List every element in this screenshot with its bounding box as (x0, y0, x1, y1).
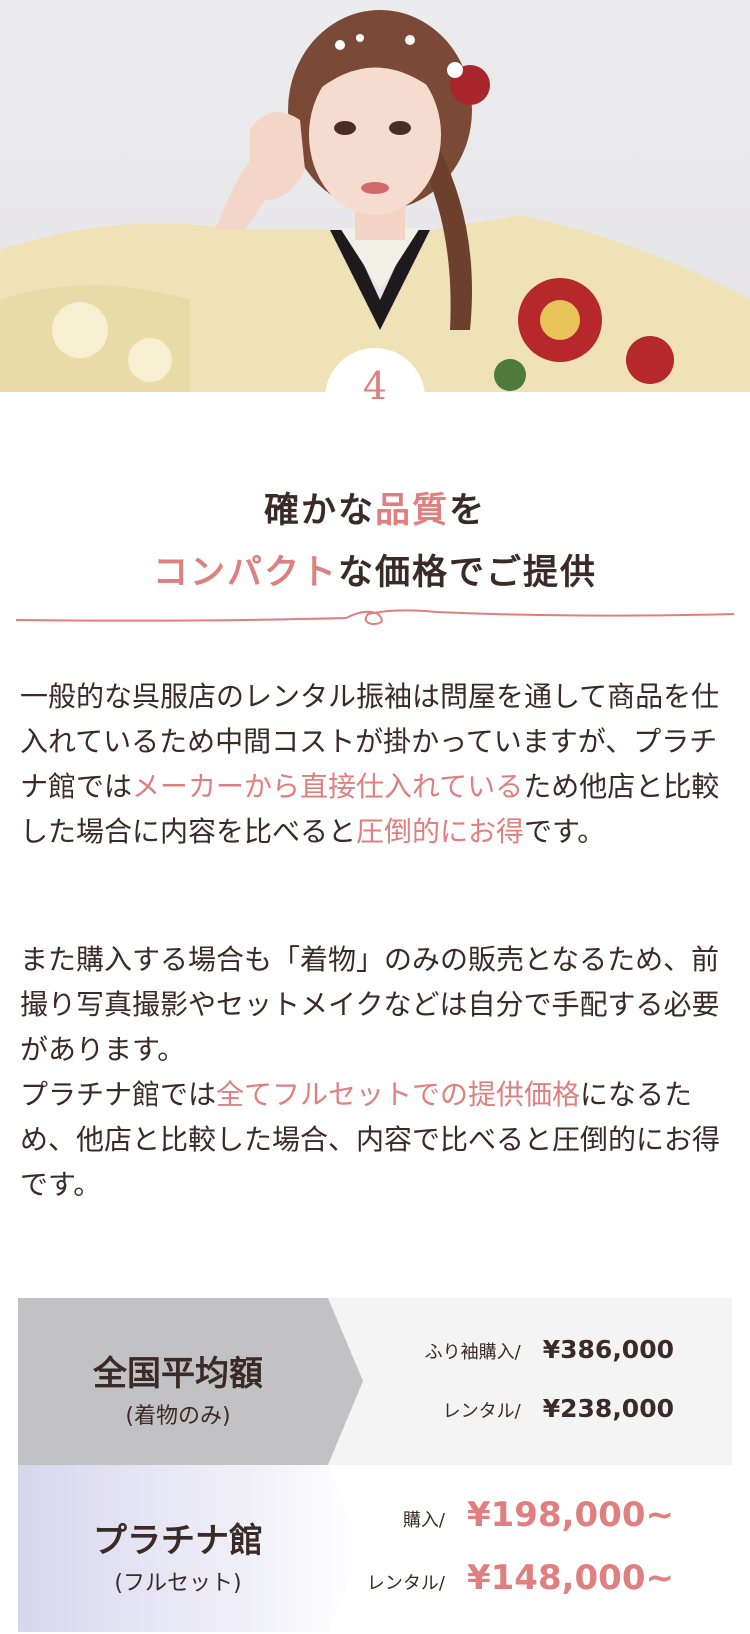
body-text: になるため、他店と比較した場合、内容で比べると圧倒的にお得です。 (20, 1078, 721, 1201)
row-title: プラチナ館 (93, 1521, 263, 1561)
body-text: また購入する場合も「着物」のみの販売となるため、前撮り写真撮影やセットメイクなど… (20, 943, 720, 1066)
body-highlight: 圧倒的にお得 (356, 815, 525, 848)
row-title: 全国平均額 (93, 1354, 263, 1394)
price-label: 購入/ (402, 1510, 445, 1531)
price-row-platinum: プラチナ館 (フルセット) 購入/ ¥198,000~ レンタル/ ¥148,0… (18, 1465, 732, 1632)
heading-text: を (449, 490, 487, 531)
price-line-purchase: 購入/ ¥198,000~ (403, 1495, 674, 1535)
paragraph-direct-sourcing: 一般的な呉服店のレンタル振袖は問屋を通して商品を仕入れているため中間コストが掛か… (20, 674, 732, 854)
body-text: 一般的な呉服店のレンタル振袖は問屋を通して商品を仕入れているため中間コストが掛か… (20, 680, 720, 803)
label-arrow-gray (18, 1298, 363, 1465)
hero-illustration (0, 10, 750, 392)
heading-line-1: 確かな品質を (0, 480, 750, 542)
step-number: 4 (362, 364, 388, 408)
price-value: ¥148,000~ (466, 1558, 674, 1598)
hero-photo (0, 0, 750, 392)
heading-highlight: コンパクト (152, 552, 338, 593)
wave-divider (16, 609, 734, 626)
body-highlight: メーカーから直接仕入れている (132, 770, 524, 803)
body-highlight: 全てフルセットでの提供価格 (216, 1078, 581, 1111)
step-badge (325, 348, 425, 448)
price-value: ¥198,000~ (466, 1495, 674, 1535)
heading-text: 確かな (263, 490, 375, 531)
row-subtitle: (着物のみ) (125, 1404, 231, 1429)
price-value: ¥238,000 (542, 1394, 674, 1423)
price-label: ふり袖購入/ (424, 1342, 521, 1363)
price-line-purchase: ふり袖購入/ ¥386,000 (425, 1335, 674, 1364)
price-label: レンタル/ (366, 1573, 445, 1594)
paragraph-full-set: また購入する場合も「着物」のみの販売となるため、前撮り写真撮影やセットメイクなど… (20, 937, 732, 1207)
body-text: プラチナ館では (20, 1078, 217, 1111)
body-text: です。 (524, 815, 606, 848)
section-heading: 確かな品質を コンパクトな価格でご提供 (0, 480, 750, 604)
heading-highlight: 品質 (374, 490, 449, 531)
price-value: ¥386,000 (542, 1335, 674, 1364)
price-row-national-average: 全国平均額 (着物のみ) ふり袖購入/ ¥386,000 レンタル/ ¥238,… (18, 1298, 732, 1465)
heading-text: な価格でご提供 (338, 552, 598, 593)
price-line-rental: レンタル/ ¥238,000 (443, 1394, 674, 1423)
body-text: ため他店と比較した場合に内容を比べると (20, 770, 720, 848)
row-subtitle: (フルセット) (114, 1571, 242, 1596)
price-label: レンタル/ (442, 1401, 521, 1422)
label-arrow-lavender (18, 1465, 363, 1632)
heading-line-2: コンパクトな価格でご提供 (0, 542, 750, 604)
price-line-rental: レンタル/ ¥148,000~ (367, 1558, 674, 1598)
